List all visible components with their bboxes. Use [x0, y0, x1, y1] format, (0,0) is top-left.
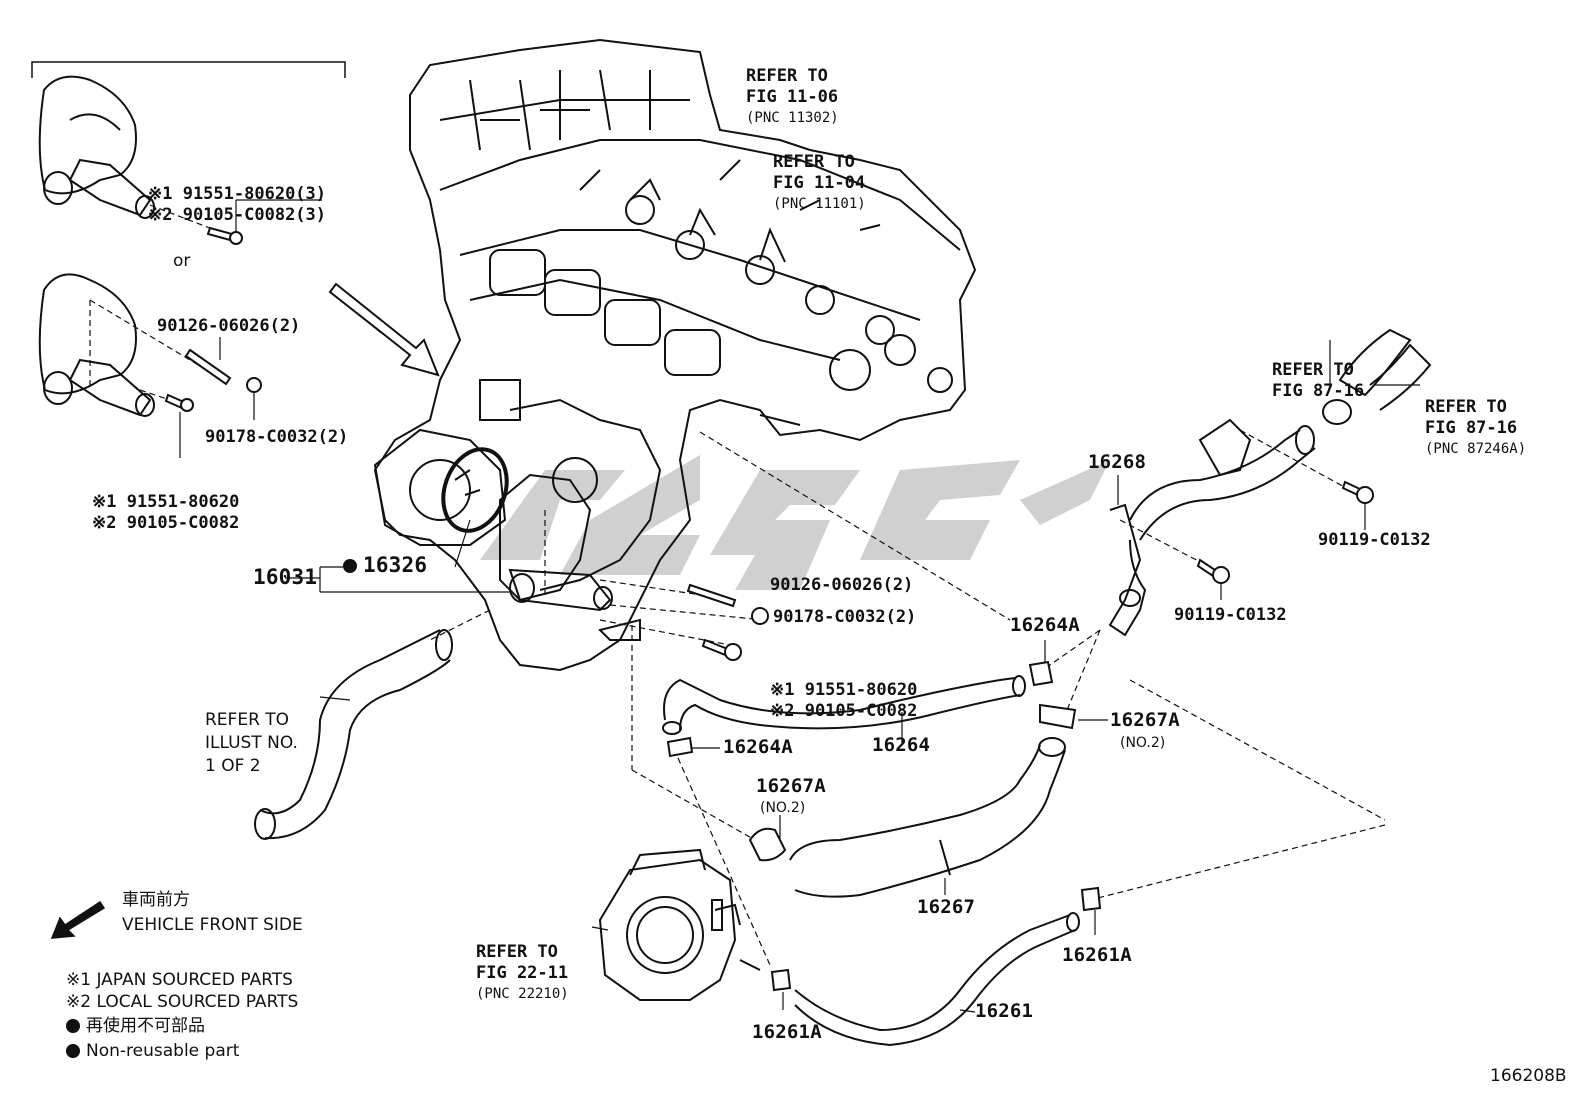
hose-16264 — [662, 675, 1026, 735]
label-16261: 16261 — [975, 1000, 1034, 1022]
water-inlet-housing — [499, 473, 613, 612]
legend-nonreuse-jp: 再使用不可部品 — [66, 1016, 205, 1037]
hose-16261 — [794, 912, 1080, 1047]
hose-16267 — [789, 737, 1066, 898]
label-16267: 16267 — [917, 896, 976, 918]
label-16267a-center: 16267A — [756, 775, 826, 797]
throttle-body — [598, 848, 761, 1001]
label-mid-bolt: ※1 91551-80620※2 90105-C0082 — [92, 492, 240, 533]
label-16264: 16264 — [872, 734, 931, 756]
label-or: or — [173, 251, 191, 271]
label-16267a-center-sub: (NO.2) — [760, 800, 806, 816]
label-top-bolt: ※1 91551-80620(3)※2 90105-C0082(3) — [148, 184, 327, 225]
label-16261a-bottom: 16261A — [752, 1021, 822, 1043]
water-inlet-lower — [38, 273, 155, 417]
label-bolt-90119-b: 90119-C0132 — [1174, 605, 1287, 625]
legend-front-en: VEHICLE FRONT SIDE — [122, 915, 303, 935]
label-16261a-right: 16261A — [1062, 944, 1132, 966]
label-c-nut: 90178-C0032(2) — [773, 607, 917, 627]
legend-note-1: ※1 JAPAN SOURCED PARTS — [66, 970, 293, 990]
label-16267a-right: 16267A — [1110, 709, 1180, 731]
engine-block — [373, 38, 977, 672]
label-16264a-right: 16264A — [1010, 614, 1080, 636]
label-c-stud: 90126-06026(2) — [770, 575, 914, 595]
legend-dot-jp — [66, 1019, 80, 1033]
hose-16031 — [254, 629, 453, 840]
legend-note-2: ※2 LOCAL SOURCED PARTS — [66, 992, 299, 1012]
water-pump — [373, 428, 509, 546]
legend-front-jp: 車両前方 — [122, 890, 190, 910]
figure-id: 166208B — [1490, 1066, 1567, 1086]
watermark-logo — [480, 455, 1110, 590]
label-bolt-90119-a: 90119-C0132 — [1318, 530, 1431, 550]
legend-dot-en — [66, 1044, 80, 1058]
label-c-bolt: ※1 91551-80620※2 90105-C0082 — [770, 680, 918, 721]
label-16264a-left: 16264A — [723, 736, 793, 758]
non-reusable-dot — [343, 559, 357, 573]
label-16031: 16031 — [253, 565, 318, 589]
label-mid-stud: 90126-06026(2) — [157, 316, 301, 336]
legend-nonreuse-en: Non-reusable part — [66, 1041, 239, 1062]
label-mid-nut: 90178-C0032(2) — [205, 427, 349, 447]
label-16268: 16268 — [1088, 451, 1147, 473]
label-16267a-right-sub: (NO.2) — [1120, 735, 1166, 751]
label-16326: 16326 — [343, 555, 427, 576]
hose-16268 — [1108, 418, 1316, 637]
water-inlet-upper — [38, 75, 155, 219]
